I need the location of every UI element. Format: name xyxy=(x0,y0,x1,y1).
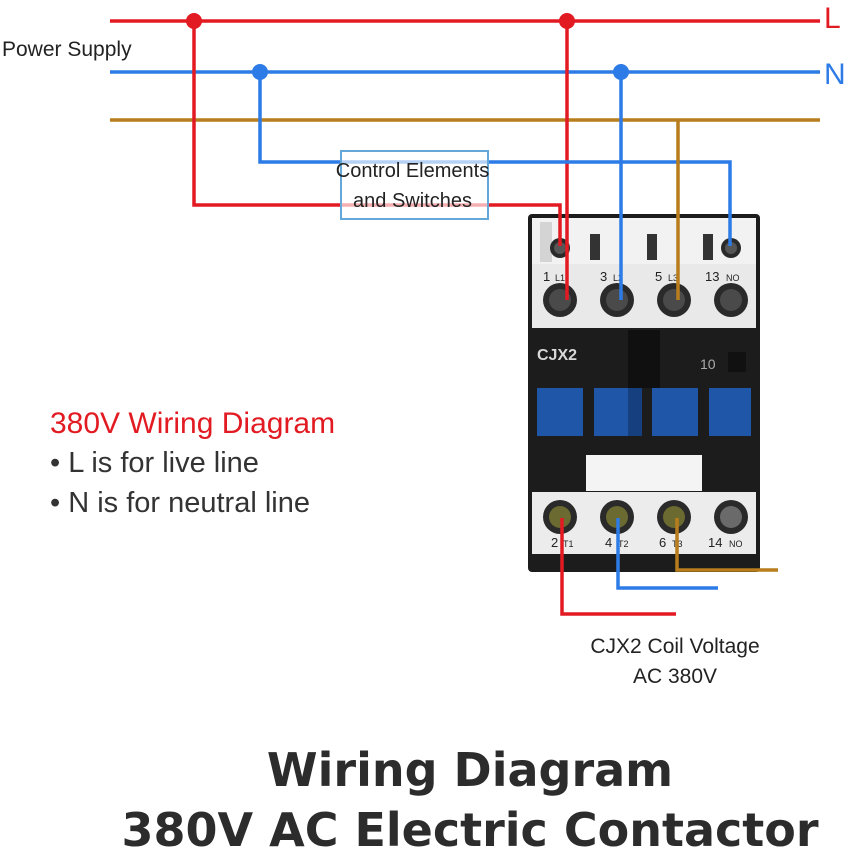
top-terminal-sub-13: NO xyxy=(726,273,740,283)
neutral-line-label: N xyxy=(824,58,846,91)
aux-contact-label: 10 xyxy=(700,356,716,372)
neutral-wire-to-control xyxy=(258,72,732,246)
top-terminal-num-5: 5 xyxy=(655,269,662,284)
bottom-terminal-num-6: 6 xyxy=(659,535,666,550)
top-terminal-num-3: 3 xyxy=(600,269,607,284)
top-terminal-num-13: 13 xyxy=(705,269,719,284)
power-supply-label: Power Supply xyxy=(2,38,132,61)
contactor-model-label: CJX2 xyxy=(537,347,577,364)
notes-title: 380V Wiring Diagram xyxy=(50,407,336,440)
control-label-line1: Control Elements xyxy=(335,160,490,182)
bottom-terminal-sub-14: NO xyxy=(729,539,743,549)
output-wire-t1 xyxy=(560,518,676,616)
bottom-terminal-num-4: 4 xyxy=(605,535,612,550)
main-title-line2: 380V AC Electric Contactor xyxy=(121,803,819,851)
neutral-junction-dot xyxy=(252,64,268,80)
control-elements-box xyxy=(340,150,489,220)
bottom-terminal-sub-2: T1 xyxy=(563,539,574,549)
output-wire-t2 xyxy=(616,518,718,590)
coil-voltage-label: CJX2 Coil Voltage AC 380V xyxy=(555,632,795,692)
label-plate xyxy=(586,455,702,491)
output-wire-t3 xyxy=(675,518,778,572)
coil-label-line1: CJX2 Coil Voltage xyxy=(590,635,760,658)
note-live-line: • L is for live line xyxy=(50,447,259,479)
top-terminal-sub-5: L3 xyxy=(668,273,678,283)
live-junction-dot xyxy=(186,13,202,29)
top-terminal-num-1: 1 xyxy=(543,269,550,284)
main-title-line1: Wiring Diagram xyxy=(266,743,674,797)
neutral-junction-dot xyxy=(613,64,629,80)
live-junction-dot xyxy=(559,13,575,29)
bottom-terminal-num-14: 14 xyxy=(708,535,722,550)
live-line-label: L xyxy=(824,2,841,35)
coil-label-line2: AC 380V xyxy=(632,665,718,688)
junction-dots xyxy=(186,13,629,80)
top-terminal-sub-1: L1 xyxy=(555,273,565,283)
control-label-line2: and Switches xyxy=(353,190,472,212)
control-elements-label: Control Elements and Switches xyxy=(300,156,525,216)
wiring-notes: 380V Wiring Diagram • L is for live line… xyxy=(50,405,335,523)
main-title: Wiring Diagram 380V AC Electric Contacto… xyxy=(0,740,852,851)
bottom-terminal-num-2: 2 xyxy=(551,535,558,550)
bottom-screws xyxy=(543,500,748,534)
bottom-terminal-sub-4: T2 xyxy=(618,539,629,549)
blue-contact-buttons xyxy=(537,388,751,436)
note-neutral-line: • N is for neutral line xyxy=(50,487,310,519)
top-terminal-sub-3: L2 xyxy=(613,273,623,283)
